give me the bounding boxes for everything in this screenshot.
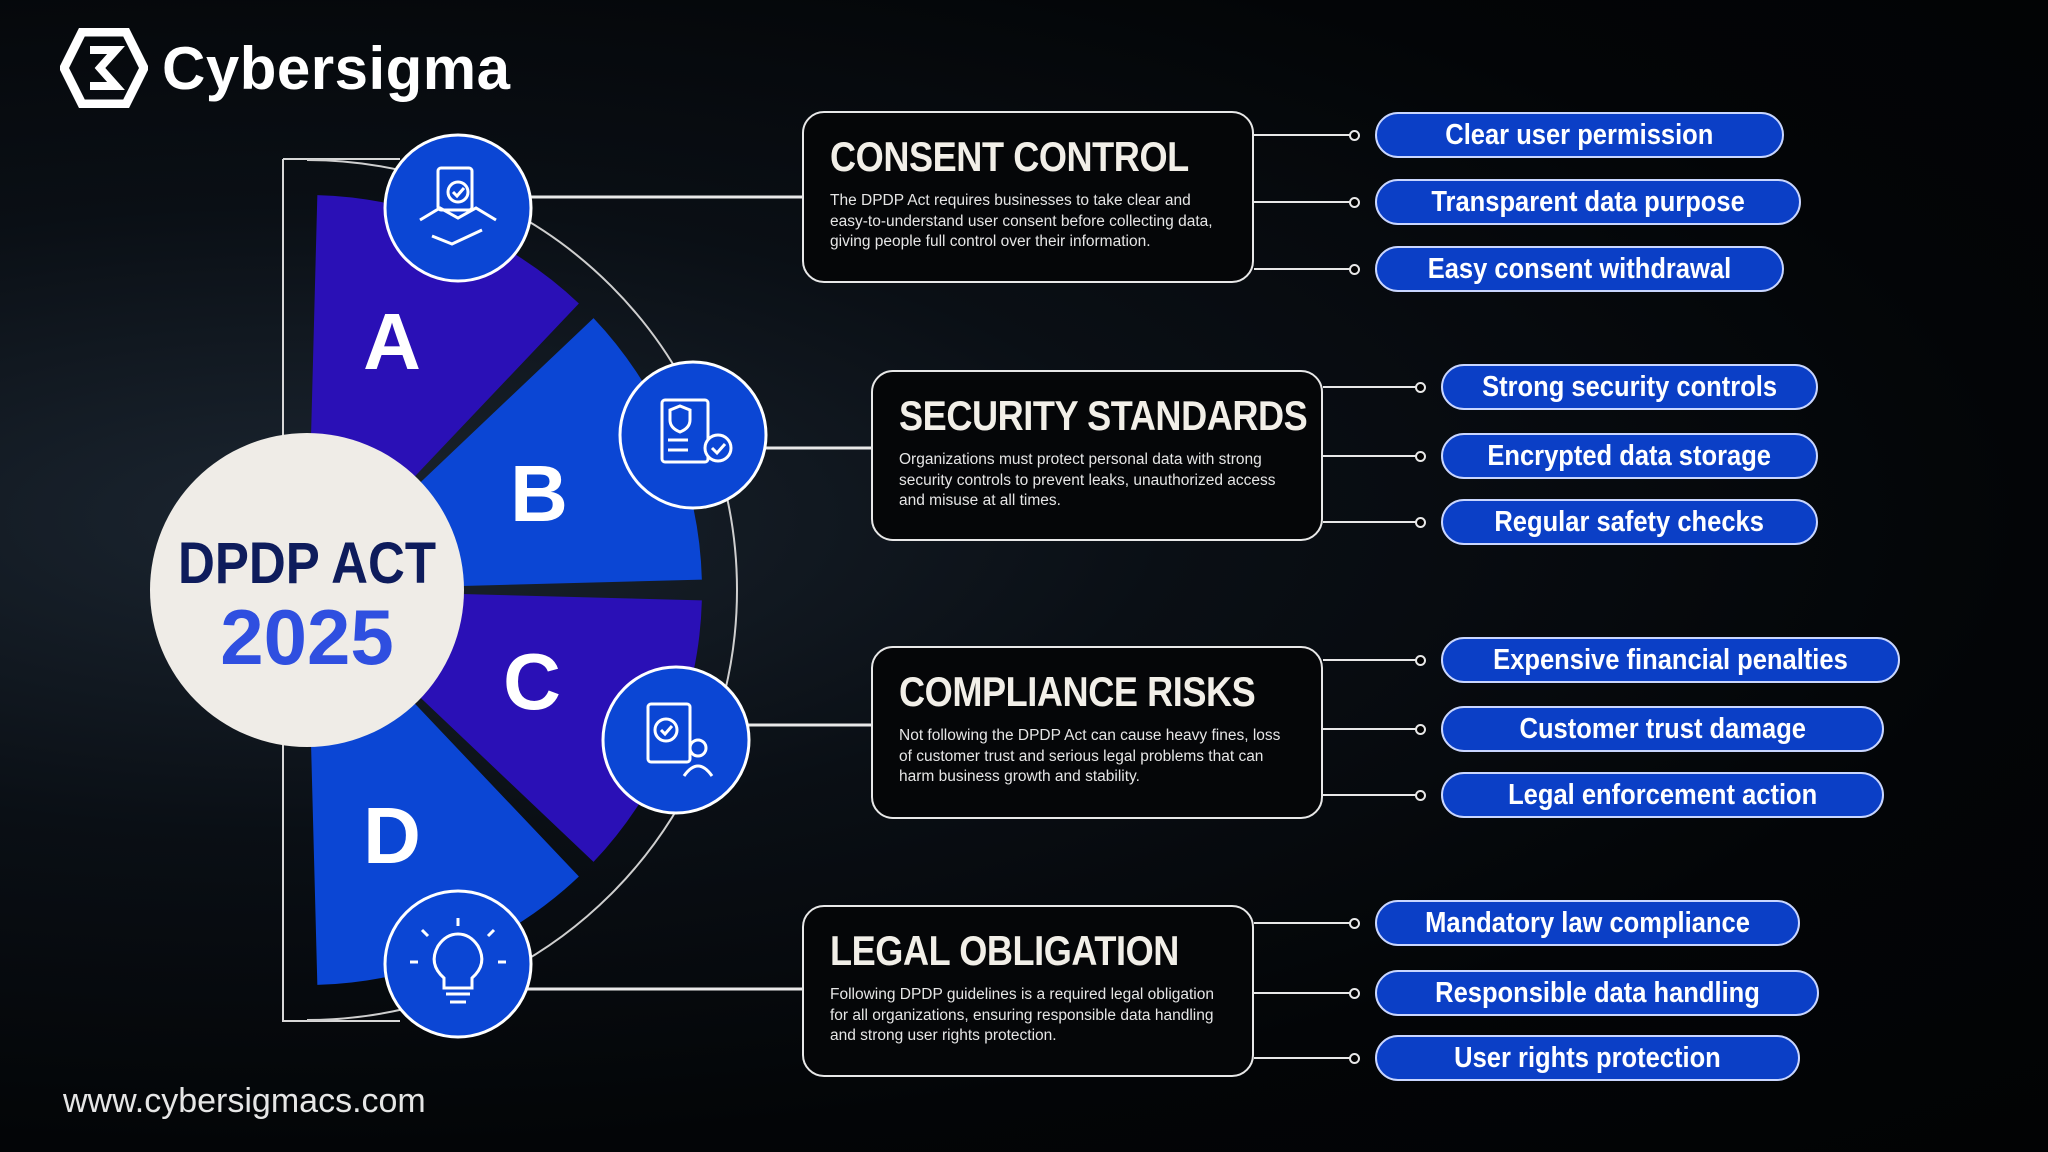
pill-connector xyxy=(1254,201,1351,203)
section-letter: C xyxy=(503,637,561,726)
connector-dot xyxy=(1415,451,1426,462)
point-label: Responsible data handling xyxy=(1434,976,1760,1009)
section-description: Following DPDP guidelines is a required … xyxy=(830,986,1214,1044)
point-pill: Mandatory law compliance xyxy=(1375,900,1800,946)
connector-dot xyxy=(1349,130,1360,141)
point-label: Expensive financial penalties xyxy=(1493,643,1848,676)
pill-connector xyxy=(1323,659,1417,661)
point-pill: Strong security controls xyxy=(1441,364,1818,410)
connector-dot xyxy=(1415,790,1426,801)
website-url: www.cybersigmacs.com xyxy=(63,1082,426,1120)
pill-connector xyxy=(1254,922,1351,924)
point-pill: User rights protection xyxy=(1375,1035,1800,1081)
pill-connector xyxy=(1254,1057,1351,1059)
pill-connector xyxy=(1323,794,1417,796)
center-title-line1: DPDP ACT xyxy=(177,531,437,596)
point-pill: Encrypted data storage xyxy=(1441,433,1818,479)
security-document-icon xyxy=(618,360,768,510)
connector-dot xyxy=(1349,264,1360,275)
connector-dot xyxy=(1415,655,1426,666)
center-title: DPDP ACT 2025 xyxy=(150,530,464,677)
connector-dot xyxy=(1349,1053,1360,1064)
point-pill: Legal enforcement action xyxy=(1441,772,1884,818)
point-pill: Regular safety checks xyxy=(1441,499,1818,545)
section-title: CONSENT CONTROL xyxy=(830,133,1189,180)
connector-dot xyxy=(1349,197,1360,208)
point-label: Legal enforcement action xyxy=(1507,778,1818,811)
pill-connector xyxy=(1323,455,1417,457)
section-letter: D xyxy=(363,791,421,880)
center-circle xyxy=(150,433,464,747)
pill-connector xyxy=(1323,521,1417,523)
point-label: Clear user permission xyxy=(1445,118,1714,151)
section-box-compliance: COMPLIANCE RISKS Not following the DPDP … xyxy=(871,646,1323,819)
connector-dot xyxy=(1349,918,1360,929)
connector-dot xyxy=(1415,517,1426,528)
section-letter: B xyxy=(510,449,568,538)
section-box-legal: LEGAL OBLIGATION Following DPDP guidelin… xyxy=(802,905,1254,1077)
connector-dot xyxy=(1349,988,1360,999)
point-label: Strong security controls xyxy=(1482,370,1777,403)
point-pill: Transparent data purpose xyxy=(1375,179,1801,225)
section-description: Not following the DPDP Act can cause hea… xyxy=(899,727,1281,785)
section-title: COMPLIANCE RISKS xyxy=(899,668,1256,715)
cybersigma-logo-icon xyxy=(60,28,148,108)
pill-connector xyxy=(1254,992,1351,994)
wedge-a xyxy=(310,195,579,482)
section-title: LEGAL OBLIGATION xyxy=(830,927,1179,974)
section-description: The DPDP Act requires businesses to take… xyxy=(830,192,1213,250)
section-letter: A xyxy=(363,297,421,386)
point-pill: Expensive financial penalties xyxy=(1441,637,1900,683)
pill-connector xyxy=(1323,728,1417,730)
pill-connector xyxy=(1254,134,1351,136)
connector-dot xyxy=(1415,724,1426,735)
point-pill: Easy consent withdrawal xyxy=(1375,246,1784,292)
pill-connector xyxy=(1254,268,1351,270)
point-label: Transparent data purpose xyxy=(1431,185,1745,218)
handshake-consent-icon xyxy=(383,133,533,283)
point-label: Regular safety checks xyxy=(1494,505,1765,538)
brand-logo: Cybersigma xyxy=(60,28,510,108)
brand-name: Cybersigma xyxy=(162,34,511,102)
point-label: Customer trust damage xyxy=(1519,712,1806,745)
point-label: Easy consent withdrawal xyxy=(1427,252,1732,285)
point-pill: Clear user permission xyxy=(1375,112,1784,158)
lightbulb-icon xyxy=(383,889,533,1039)
point-label: Mandatory law compliance xyxy=(1425,906,1750,939)
section-box-security: SECURITY STANDARDS Organizations must pr… xyxy=(871,370,1323,541)
compliance-user-icon xyxy=(601,665,751,815)
pill-connector xyxy=(1323,386,1417,388)
center-title-year: 2025 xyxy=(220,593,394,681)
point-pill: Customer trust damage xyxy=(1441,706,1884,752)
connector-dot xyxy=(1415,382,1426,393)
section-description: Organizations must protect personal data… xyxy=(899,451,1276,509)
point-label: User rights protection xyxy=(1454,1041,1721,1074)
wedge-b xyxy=(415,318,702,587)
point-pill: Responsible data handling xyxy=(1375,970,1819,1016)
point-label: Encrypted data storage xyxy=(1487,439,1772,472)
section-box-consent: CONSENT CONTROL The DPDP Act requires bu… xyxy=(802,111,1254,283)
section-title: SECURITY STANDARDS xyxy=(899,392,1308,439)
